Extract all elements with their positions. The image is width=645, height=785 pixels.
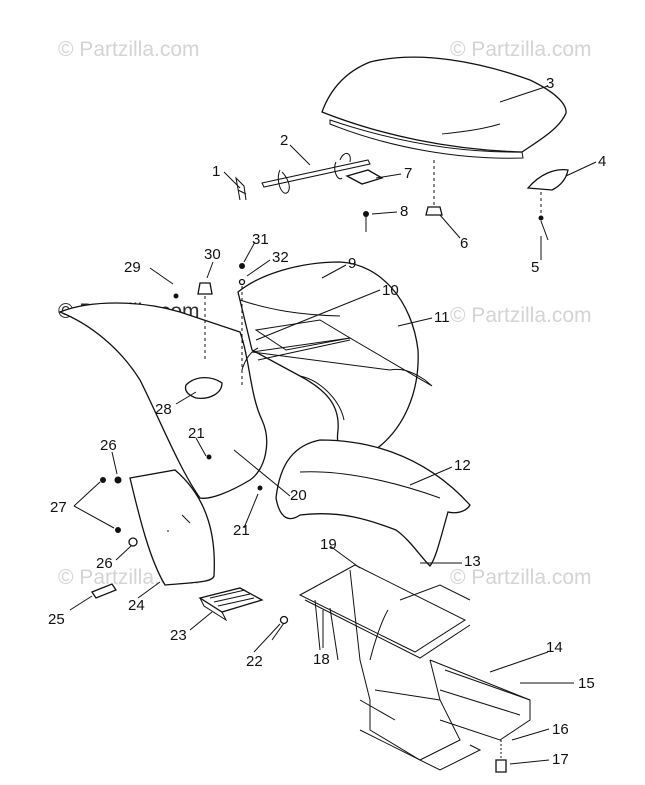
callout-21-upper: 21 <box>188 425 205 442</box>
watermark-bottom-right: © Partzilla.com <box>450 566 592 589</box>
callout-21-lower: 21 <box>233 522 250 539</box>
callout-13: 13 <box>464 553 481 570</box>
front-cover <box>275 439 471 567</box>
callout-27: 27 <box>50 499 67 516</box>
callout-5: 5 <box>531 259 539 276</box>
callout-3: 3 <box>546 75 554 92</box>
nut-6 <box>425 160 443 216</box>
watermark-top-right: © Partzilla.com <box>450 38 592 61</box>
footrest <box>198 587 264 622</box>
screw-27 <box>100 477 106 483</box>
callout-1: 1 <box>212 163 220 180</box>
spring-clip <box>235 176 247 201</box>
screw-8 <box>363 211 369 232</box>
callout-31: 31 <box>252 231 269 248</box>
callout-20: 20 <box>290 487 307 504</box>
callout-29: 29 <box>124 259 141 276</box>
callout-14: 14 <box>546 639 563 656</box>
plate-25 <box>91 583 117 599</box>
callout-15: 15 <box>578 675 595 692</box>
callout-11: 11 <box>434 309 450 326</box>
callout-9: 9 <box>348 255 356 272</box>
washer-26-bottom <box>128 537 138 547</box>
screw-27-lower <box>115 527 121 533</box>
washer-32 <box>238 278 246 286</box>
seat-latch-rod <box>261 153 371 194</box>
screw-21-upper <box>206 454 212 460</box>
callout-22: 22 <box>246 653 263 670</box>
callout-30: 30 <box>204 246 221 263</box>
callout-19: 19 <box>320 536 337 553</box>
callout-16: 16 <box>552 721 569 738</box>
callout-17: 17 <box>552 751 569 768</box>
grommet-30 <box>197 282 213 295</box>
screw-22 <box>271 615 289 641</box>
callout-25: 25 <box>48 611 65 628</box>
callout-23: 23 <box>170 627 187 644</box>
screw-21-lower <box>257 485 263 491</box>
mud-flap <box>129 469 215 586</box>
side-panel <box>58 299 341 499</box>
callout-28: 28 <box>155 401 172 418</box>
watermark-middle-right: © Partzilla.com <box>450 304 592 327</box>
callout-26-lower: 26 <box>96 555 113 572</box>
callout-8: 8 <box>400 203 408 220</box>
screw-26-top <box>114 476 122 484</box>
screw-5 <box>538 192 549 241</box>
watermark-top-left: © Partzilla.com <box>58 38 200 61</box>
callout-2: 2 <box>280 132 288 149</box>
leader-lines <box>69 85 597 765</box>
callout-10: 10 <box>382 282 399 299</box>
callout-12: 12 <box>454 457 471 474</box>
callout-26-upper: 26 <box>100 437 117 454</box>
screw-29 <box>173 293 179 299</box>
seat-bracket <box>526 168 569 191</box>
bolt-17 <box>495 740 507 773</box>
screw-31 <box>239 263 245 269</box>
callout-4: 4 <box>598 153 606 170</box>
seat <box>321 56 567 159</box>
rear-fender <box>237 261 433 457</box>
callout-6: 6 <box>460 235 468 252</box>
frame <box>298 564 531 771</box>
seat-pad <box>345 169 384 185</box>
callout-7: 7 <box>404 165 412 182</box>
callout-32: 32 <box>272 249 289 266</box>
callout-18: 18 <box>313 651 330 668</box>
callout-24: 24 <box>128 597 145 614</box>
